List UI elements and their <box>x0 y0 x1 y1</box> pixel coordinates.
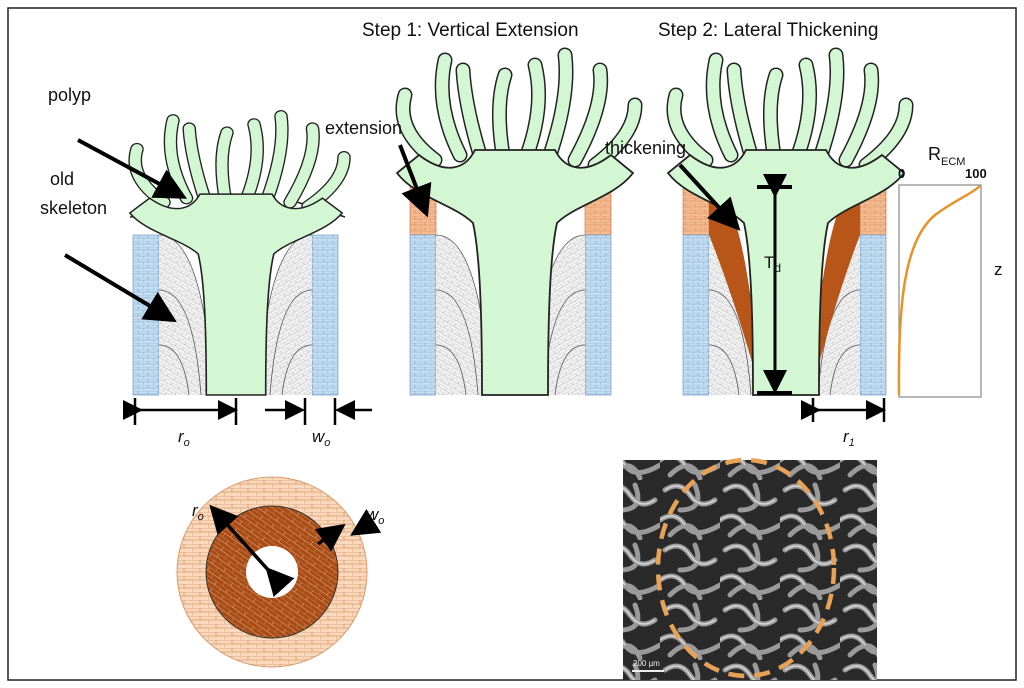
recm-plot-frame <box>898 184 982 398</box>
td-dimension <box>757 174 792 395</box>
ring-radius-arrow <box>209 504 295 597</box>
thickening-left <box>709 183 760 390</box>
recm-title: RECM <box>928 144 965 168</box>
sem-dashed-circle <box>655 457 837 679</box>
skeleton-arrow <box>63 253 177 323</box>
recm-curve <box>897 185 981 396</box>
recm-plot: RECM 0 100 z <box>897 144 1003 398</box>
td-label: Td <box>764 253 781 275</box>
r0-dimension <box>123 398 238 425</box>
w0-dimension <box>265 398 372 425</box>
extension-arrow <box>398 144 432 218</box>
r1-dimension <box>801 398 886 422</box>
recm-y-label: z <box>994 260 1003 279</box>
panel-vertical-extension: extension <box>325 55 635 395</box>
ring-w-label: wo <box>366 505 384 527</box>
recm-x-min: 0 <box>898 166 905 181</box>
step1-title: Step 1: Vertical Extension <box>362 20 579 41</box>
r0-label: ro <box>178 427 190 449</box>
step2-title: Step 2: Lateral Thickening <box>658 20 878 41</box>
thickening-right <box>812 183 860 390</box>
sem-scale-bar <box>632 670 664 672</box>
thickening-arrow <box>678 163 741 231</box>
polyp-arrow <box>77 138 188 199</box>
extension-label: extension <box>325 118 402 138</box>
panel-lateral-thickening: thickening Td r1 <box>605 55 906 449</box>
sem-scale-label: 200 µm <box>633 659 660 668</box>
r1-label: r1 <box>843 427 855 449</box>
recm-x-max: 100 <box>965 166 987 181</box>
polyp-label: polyp <box>48 85 91 105</box>
thickening-label: thickening <box>605 138 686 158</box>
skeleton-label: skeleton <box>40 198 107 218</box>
sem-micrograph: 200 µm <box>623 457 877 680</box>
ring-cross-section: ro wo <box>176 476 384 668</box>
panel-initial-polyp: polyp old skeleton ro wo <box>40 85 372 449</box>
w0-label: wo <box>312 427 330 449</box>
old-label: old <box>50 169 74 189</box>
ring-r-label: ro <box>192 501 204 523</box>
